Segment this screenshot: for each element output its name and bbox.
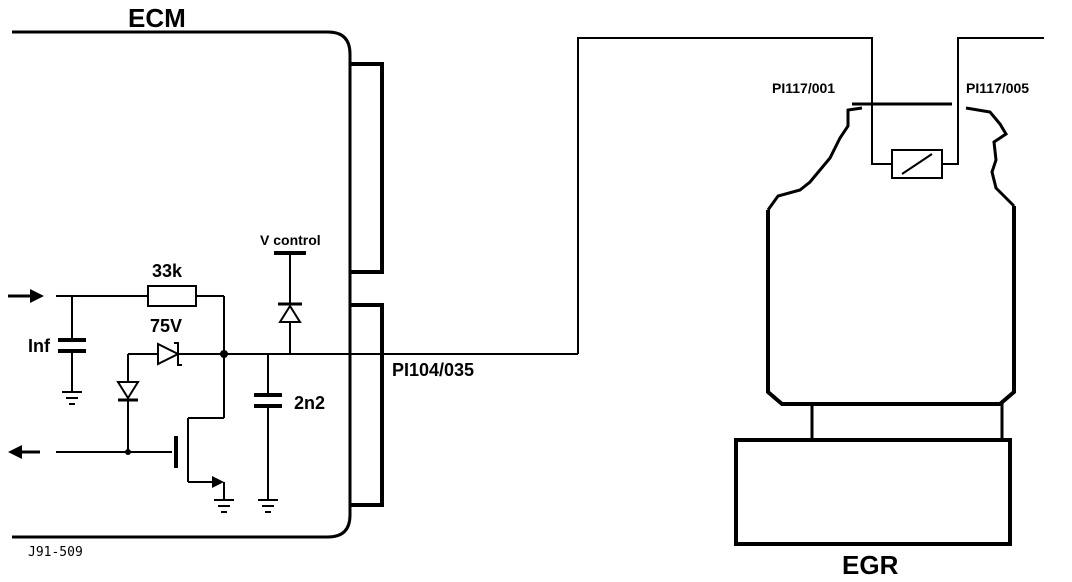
zener-75v-label: 75V xyxy=(150,316,182,336)
ecm-label: ECM xyxy=(128,3,186,33)
capacitor-2n2 xyxy=(254,354,282,500)
zener-diode-75v xyxy=(128,342,224,366)
input-arrow-icon xyxy=(8,289,44,303)
pin-ecm-label: PI104/035 xyxy=(392,360,474,380)
mosfet-transistor xyxy=(174,354,225,500)
solenoid-icon xyxy=(891,149,943,179)
egr-valve-body xyxy=(734,102,1016,546)
vcontrol-label: V control xyxy=(260,232,321,248)
egr-label: EGR xyxy=(842,550,899,580)
ground-icon xyxy=(62,391,82,405)
harness-wire-pin5 xyxy=(942,37,1044,165)
vcontrol-diode xyxy=(274,251,306,354)
ground-icon xyxy=(258,499,278,513)
ground-icon xyxy=(214,499,234,513)
ecm-housing xyxy=(12,30,384,539)
resistor-33k xyxy=(147,285,225,354)
diode-left xyxy=(116,354,140,452)
harness-wire-pin1 xyxy=(577,37,892,354)
figure-code: J91-509 xyxy=(28,545,83,560)
pin-egr1-label: PI117/001 xyxy=(772,80,835,96)
pin-egr5-label: PI117/005 xyxy=(966,80,1029,96)
capacitor-inf-label: Inf xyxy=(28,336,51,356)
capacitor-inf xyxy=(58,296,86,392)
output-arrow-icon xyxy=(8,445,40,459)
resistor-33k-label: 33k xyxy=(152,261,183,281)
capacitor-2n2-label: 2n2 xyxy=(294,393,325,413)
